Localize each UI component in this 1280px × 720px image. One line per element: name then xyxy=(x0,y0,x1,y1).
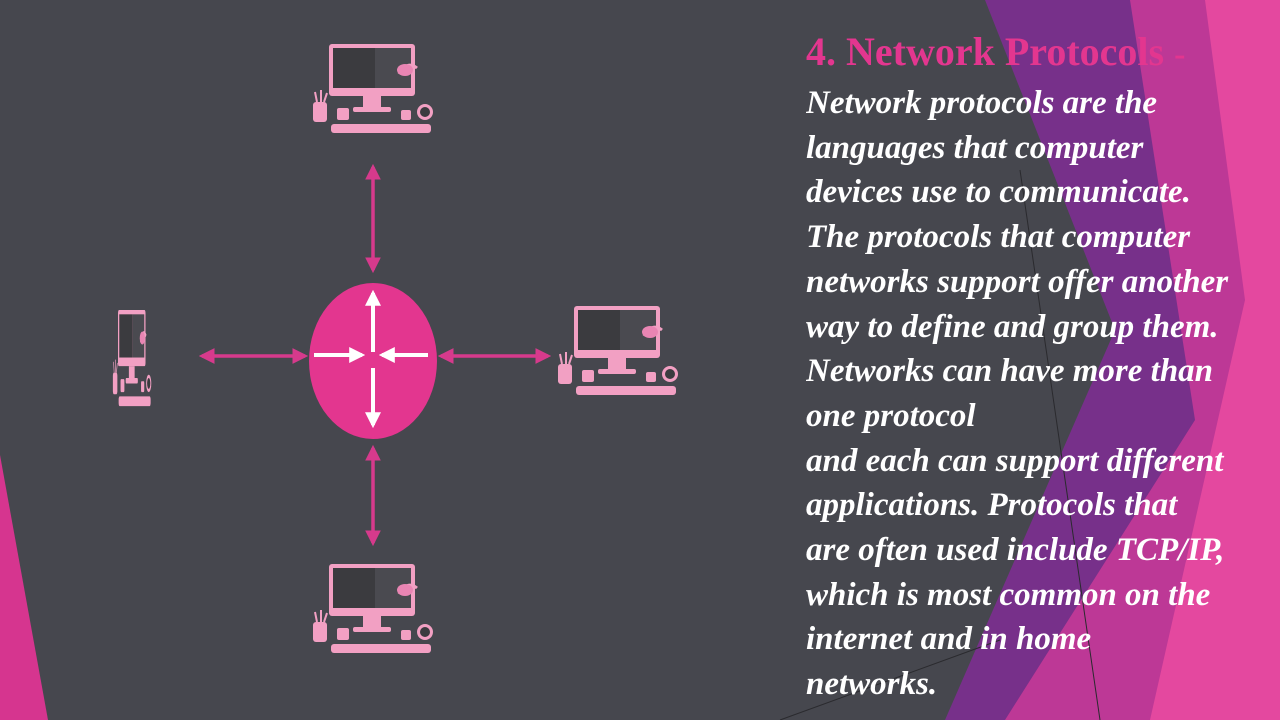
text-panel: 4. Network Protocols - Network protocols… xyxy=(806,26,1280,707)
body-line: and each can support different xyxy=(806,442,1224,479)
body-line: which is most common on the xyxy=(806,576,1211,613)
slide-title-separator: - xyxy=(1174,36,1186,73)
body-line: languages that computer xyxy=(806,129,1144,166)
body-line: networks. xyxy=(806,666,938,703)
body-line: one protocol xyxy=(806,397,976,434)
decor-magenta-band xyxy=(1150,0,1280,720)
computer-left-icon xyxy=(111,308,153,408)
body-line: internet and in home xyxy=(806,621,1092,658)
body-line: are often used include TCP/IP, xyxy=(806,532,1225,569)
network-diagram xyxy=(111,42,680,655)
body-line: networks support offer another xyxy=(806,263,1229,300)
slide-title-text: 4. Network Protocols xyxy=(806,29,1165,74)
body-line: devices use to communicate. xyxy=(806,174,1191,211)
body-line: applications. Protocols that xyxy=(806,487,1178,524)
decor-thin-line xyxy=(1019,169,1101,720)
slide-body: Network protocols are the languages that… xyxy=(806,81,1280,707)
hub-icon xyxy=(309,283,437,439)
computer-top-icon xyxy=(311,42,435,135)
body-line: The protocols that computer xyxy=(806,219,1191,256)
decor-left-corner xyxy=(0,455,48,720)
computer-right-icon xyxy=(556,304,680,397)
decor-thin-line-2 xyxy=(779,639,1001,720)
body-line: Network protocols are the xyxy=(806,85,1158,121)
slide-title: 4. Network Protocols - xyxy=(806,26,1280,81)
body-line: way to define and group them. xyxy=(806,308,1219,345)
body-line: Networks can have more than xyxy=(806,353,1214,390)
computer-bottom-icon xyxy=(311,562,435,655)
